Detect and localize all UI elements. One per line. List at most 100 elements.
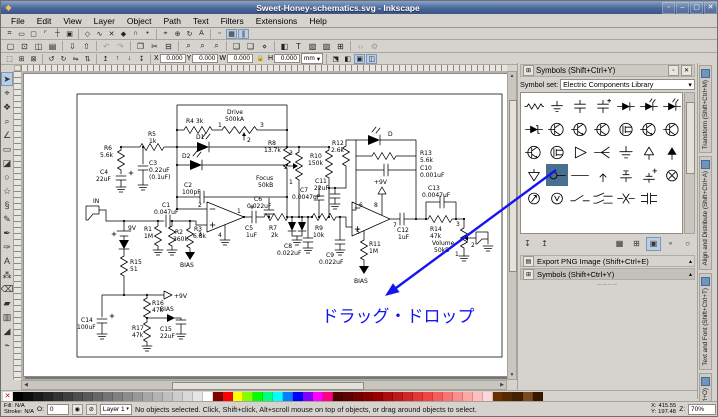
palette-swatch[interactable] (323, 391, 333, 401)
affect-patterns-toggle[interactable]: ◫ (366, 53, 378, 64)
scroll-left-icon[interactable]: ◀ (24, 382, 28, 388)
flip-horizontal-icon[interactable]: ⇋ (72, 55, 79, 63)
expand-icon[interactable]: ▴ (688, 258, 692, 265)
symbol-mosfet[interactable] (615, 118, 637, 140)
layer-lock-icon[interactable]: ⊘ (85, 403, 97, 415)
palette-swatch[interactable] (223, 391, 233, 401)
paint-bucket-tool[interactable]: ▰ (3, 297, 11, 308)
zoom-page-icon[interactable]: ⌕ (214, 41, 219, 50)
fill-stroke-indicator[interactable]: Fill:N/A Stroke:N/A (4, 403, 34, 415)
w-field-value[interactable]: 0.000 (226, 54, 253, 63)
symbol-audio-jack[interactable] (546, 164, 568, 186)
menu-extensions[interactable]: Extensions (255, 15, 298, 26)
export-png-dock-row[interactable]: ▤ Export PNG Image (Shift+Ctrl+E) ▴ (520, 255, 695, 267)
snap-enable-icon[interactable]: ⌗ (7, 29, 12, 37)
menu-view[interactable]: View (63, 15, 82, 26)
import-icon[interactable]: ⇩ (69, 41, 76, 51)
palette-swatch[interactable] (13, 391, 23, 401)
zoom-spinbox[interactable]: 70% (688, 403, 716, 415)
symbol-test-point[interactable] (592, 164, 614, 186)
box3d-tool[interactable]: ◪ (2, 157, 12, 168)
vertical-scrollbar[interactable]: ▲ ▼ (507, 71, 517, 380)
symbol-dpdt-switch[interactable] (592, 187, 614, 209)
dock-tab-2[interactable]: Align and Distribute (Shift+Ctrl+A) (699, 156, 712, 270)
snap-bbox-midpoints-icon[interactable]: ┼ (55, 30, 60, 37)
palette-swatch[interactable] (343, 391, 353, 401)
scroll-right-icon[interactable]: ▶ (500, 382, 504, 388)
symbol-earth-ground[interactable] (615, 141, 637, 163)
dock-tab-3[interactable]: Text and Font (Shift+Ctrl+T) (699, 272, 712, 370)
palette-swatch[interactable] (353, 391, 363, 401)
snap-smooth-nodes-icon[interactable]: ∩ (132, 30, 139, 37)
snap-cusp-nodes-icon[interactable]: ◆ (120, 30, 127, 38)
close-panel-icon[interactable]: ✕ (681, 65, 692, 76)
symbol-meter-v[interactable] (546, 187, 568, 209)
snap-bbox-corners-icon[interactable]: ⌜ (43, 30, 48, 38)
zoom-tool[interactable]: ⌕ (4, 115, 10, 126)
palette-swatch[interactable] (23, 391, 33, 401)
minimize-button[interactable]: – (676, 1, 689, 14)
snap-object-centers-icon[interactable]: ⊕ (174, 30, 181, 38)
copy-icon[interactable]: ❐ (136, 41, 145, 51)
symbol-npn-transistor[interactable] (569, 118, 591, 140)
flip-vertical-icon[interactable]: ⇅ (84, 55, 91, 63)
spray-tool[interactable]: ⁂ (2, 269, 12, 280)
symbol-npn-transistor-2[interactable] (638, 118, 660, 140)
title-bar[interactable]: ◆ Sweet-Honey-schematics.svg - Inkscape … (1, 1, 717, 14)
palette-swatch[interactable] (293, 391, 303, 401)
scroll-up-icon[interactable]: ▲ (509, 73, 515, 79)
fill-stroke-dialog-icon[interactable]: ◧ (280, 41, 289, 51)
fit-symbol-icon[interactable]: ▣ (646, 236, 661, 251)
symbol-lamp[interactable] (661, 164, 682, 186)
symbol-resistor[interactable] (523, 95, 545, 117)
lower-to-bottom-icon[interactable]: ↧ (138, 55, 145, 63)
palette-swatch[interactable] (433, 391, 443, 401)
symbol-polarized-capacitor[interactable] (592, 95, 614, 117)
xml-editor-icon[interactable]: ‹› (357, 41, 364, 51)
symbol-to-object-icon[interactable]: ↥ (541, 239, 548, 248)
y-field-value[interactable]: 0.000 (192, 54, 219, 63)
snap-rotation-centers-icon[interactable]: ↻ (186, 30, 193, 38)
palette-swatch[interactable] (33, 391, 43, 401)
pencil-tool[interactable]: ✎ (3, 213, 11, 224)
palette-swatch[interactable] (333, 391, 343, 401)
dock-tab-1[interactable]: Transform (Shift+Ctrl+M) (699, 65, 712, 154)
palette-swatch[interactable] (173, 391, 183, 401)
vertical-scroll-thumb[interactable] (509, 100, 517, 272)
symbol-buffer[interactable] (569, 141, 591, 163)
palette-swatch[interactable] (363, 391, 373, 401)
palette-swatch[interactable] (383, 391, 393, 401)
new-document-icon[interactable]: ▢ (6, 41, 15, 51)
ellipse-tool[interactable]: ○ (4, 172, 10, 182)
spiral-tool[interactable]: § (4, 200, 10, 210)
palette-swatch[interactable] (123, 391, 133, 401)
redo-icon[interactable]: ↷ (117, 41, 124, 51)
symbols-scroll-thumb[interactable] (686, 102, 695, 174)
gradient-tool[interactable]: ▥ (2, 311, 12, 322)
palette-swatch[interactable] (63, 391, 73, 401)
select-all-layers-icon[interactable]: ⊞ (18, 55, 25, 63)
zoom-selection-icon[interactable]: ⌕ (186, 41, 191, 50)
align-dialog-icon[interactable]: ⊞ (337, 41, 344, 51)
selector-tool[interactable]: ➤ (1, 72, 13, 86)
symbol-pnp-transistor-2[interactable] (592, 118, 614, 140)
lock-ratio-icon[interactable]: 🔒 (256, 56, 265, 62)
x-field-value[interactable]: 0.000 (159, 54, 186, 63)
symbol-antenna-filled[interactable] (661, 141, 682, 163)
snap-midpoints-icon[interactable]: • (146, 30, 149, 37)
symbols-dock-row[interactable]: ⊞ Symbols (Shift+Ctrl+Y) ▴ (520, 268, 695, 280)
palette-swatch[interactable] (463, 391, 473, 401)
palette-swatch[interactable] (503, 391, 513, 401)
measure-tool[interactable]: ∠ (2, 129, 12, 140)
text-tool[interactable]: A (3, 256, 10, 266)
palette-swatch[interactable] (533, 391, 543, 401)
snap-paths-icon[interactable]: ∿ (96, 30, 103, 38)
export-icon[interactable]: ⇧ (83, 41, 90, 51)
symbol-schottky-diode[interactable] (523, 118, 545, 140)
symbol-transformer[interactable] (638, 187, 660, 209)
